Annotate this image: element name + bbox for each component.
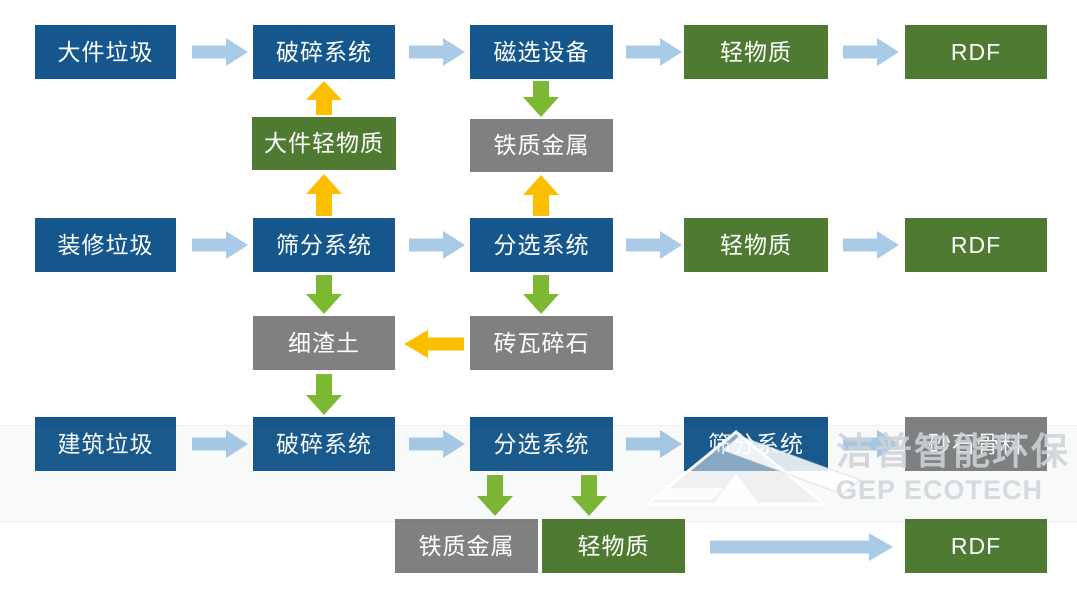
arrow-light2-to-rdf2 [843, 231, 899, 259]
node-fine-residue: 细渣土 [253, 316, 395, 370]
node-screening-system-2: 筛分系统 [684, 417, 828, 471]
node-sorting-system-1: 分选系统 [470, 218, 613, 272]
node-renovation-waste: 装修垃圾 [35, 218, 176, 272]
arrow-renovation-to-screening1 [192, 231, 248, 259]
arrow-sorting1-to-brick [523, 275, 559, 314]
node-rdf-1: RDF [905, 25, 1047, 79]
node-magnetic-separator: 磁选设备 [470, 25, 613, 79]
arrow-light1-to-rdf1 [843, 38, 899, 66]
node-ferrous-metal-2: 铁质金属 [395, 519, 538, 573]
arrow-fineresidue-to-crushing2 [306, 374, 342, 415]
arrow-screening1-to-sorting1 [409, 231, 465, 259]
arrow-sorting2-to-ferrous2 [477, 475, 513, 516]
node-construction-waste: 建筑垃圾 [35, 417, 176, 471]
arrow-sorting1-to-light2 [626, 231, 682, 259]
node-light-material-1: 轻物质 [684, 25, 828, 79]
node-light-material-3: 轻物质 [542, 519, 685, 573]
node-bulky-waste: 大件垃圾 [35, 25, 176, 79]
arrow-screening1-to-fineresidue [306, 275, 342, 314]
arrow-screening1-to-bulkylight [306, 174, 342, 216]
arrow-construction-to-crushing2 [192, 430, 248, 458]
arrow-magnetic-to-ferrous1 [523, 81, 559, 117]
node-brick-rubble: 砖瓦碎石 [470, 316, 613, 370]
node-screening-system-1: 筛分系统 [253, 218, 395, 272]
arrow-screening2-to-sand [843, 430, 899, 458]
node-ferrous-metal-1: 铁质金属 [470, 119, 613, 172]
arrow-light3-to-rdf3 [710, 533, 893, 561]
arrow-magnetic-to-light1 [626, 38, 682, 66]
arrow-bulky-to-crushing1 [192, 38, 248, 66]
arrow-bulkylight-to-crushing1 [306, 81, 342, 115]
arrow-crushing2-to-sorting2 [409, 430, 465, 458]
arrow-sorting2-to-screening2 [626, 430, 682, 458]
node-sorting-system-2: 分选系统 [470, 417, 613, 471]
arrow-sorting1-to-ferrous1 [523, 175, 559, 216]
arrow-brick-to-fineresidue [404, 330, 464, 358]
node-bulky-light-material: 大件轻物质 [252, 117, 396, 170]
arrow-crushing1-to-magnetic [409, 38, 465, 66]
arrow-sorting2-to-light3 [571, 475, 607, 516]
node-crushing-system-1: 破碎系统 [253, 25, 395, 79]
node-light-material-2: 轻物质 [684, 218, 828, 272]
node-rdf-3: RDF [905, 519, 1047, 573]
node-rdf-2: RDF [905, 218, 1047, 272]
node-sand-aggregate: 砂石骨料 [905, 417, 1047, 471]
node-crushing-system-2: 破碎系统 [253, 417, 395, 471]
watermark-text-en: GEP ECOTECH [836, 474, 1044, 505]
